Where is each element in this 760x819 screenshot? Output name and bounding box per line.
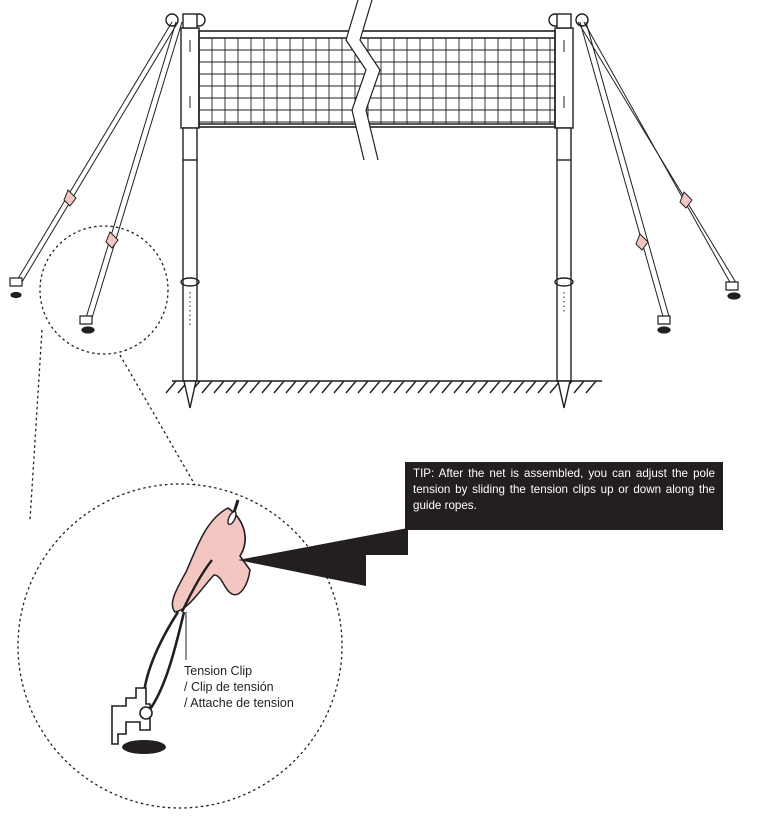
zoom-indicator xyxy=(17,225,343,809)
net xyxy=(198,0,556,161)
tension-clip-label-es: / Clip de tensión xyxy=(184,680,274,694)
tension-clip-detail xyxy=(111,499,251,754)
tension-clip-label: Tension Clip / Clip de tensión / Attache… xyxy=(184,663,294,711)
tip-text: TIP: After the net is assembled, you can… xyxy=(413,467,715,512)
tip-pointer xyxy=(238,528,408,586)
stakes xyxy=(9,277,741,334)
tension-clip-label-fr: / Attache de tension xyxy=(184,696,294,710)
tip-box: TIP: After the net is assembled, you can… xyxy=(405,462,723,530)
tension-clip-label-en: Tension Clip xyxy=(184,664,253,678)
tension-clips-small xyxy=(63,189,693,251)
left-pole xyxy=(165,13,206,409)
guide-ropes xyxy=(15,21,739,321)
ground xyxy=(165,380,602,394)
